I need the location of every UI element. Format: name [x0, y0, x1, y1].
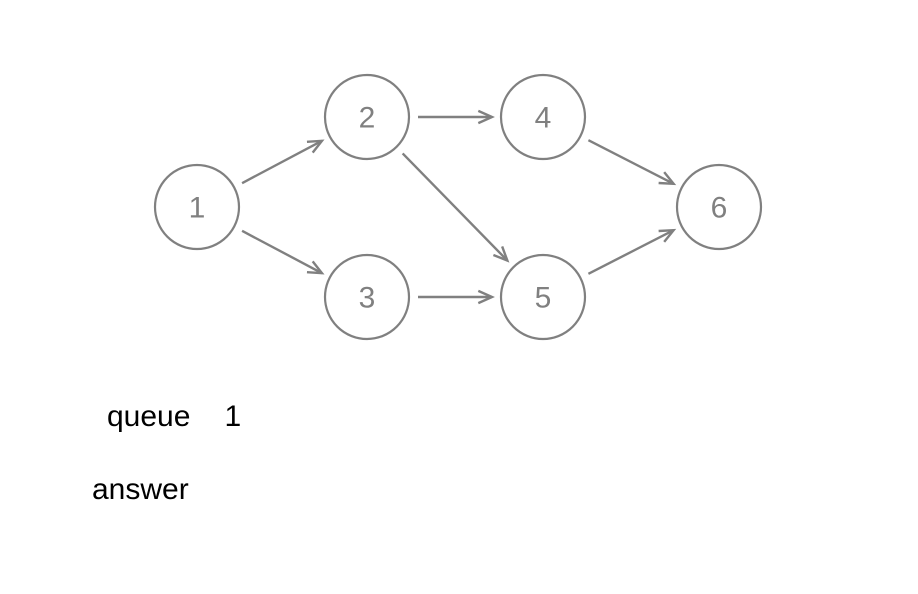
node-circle-3: [323, 253, 411, 341]
edge-1-to-3: [241, 229, 325, 275]
node-label-6: 6: [711, 192, 728, 225]
node-label-5: 5: [535, 282, 552, 315]
queue-label: queue: [107, 400, 191, 433]
node-circle-4: [499, 73, 587, 161]
nodes-layer: 1 2 3 4 5 6: [153, 73, 763, 341]
queue-row: queue 1: [107, 402, 241, 432]
queue-value: 1: [224, 400, 242, 433]
node-label-3: 3: [359, 282, 376, 315]
graph-node-5[interactable]: 5: [499, 253, 587, 341]
edge-2-to-4: [418, 109, 495, 125]
answer-row: answer: [92, 475, 223, 505]
edge-2-to-5: [401, 152, 510, 263]
edge-4-to-6: [587, 139, 677, 186]
node-circle-2: [323, 73, 411, 161]
edge-5-to-6: [587, 228, 677, 275]
node-circle-6: [675, 163, 763, 251]
graph-node-6[interactable]: 6: [675, 163, 763, 251]
node-label-4: 4: [535, 102, 552, 135]
node-label-1: 1: [189, 192, 206, 225]
node-circle-1: [153, 163, 241, 251]
edge-1-to-2: [241, 139, 325, 185]
edge-3-to-5: [418, 289, 495, 305]
node-circle-5: [499, 253, 587, 341]
graph-node-4[interactable]: 4: [499, 73, 587, 161]
answer-label: answer: [92, 473, 189, 506]
graph-node-1[interactable]: 1: [153, 163, 241, 251]
node-label-2: 2: [359, 102, 376, 135]
graph-node-3[interactable]: 3: [323, 253, 411, 341]
graph-node-2[interactable]: 2: [323, 73, 411, 161]
edges-layer: [241, 109, 677, 305]
